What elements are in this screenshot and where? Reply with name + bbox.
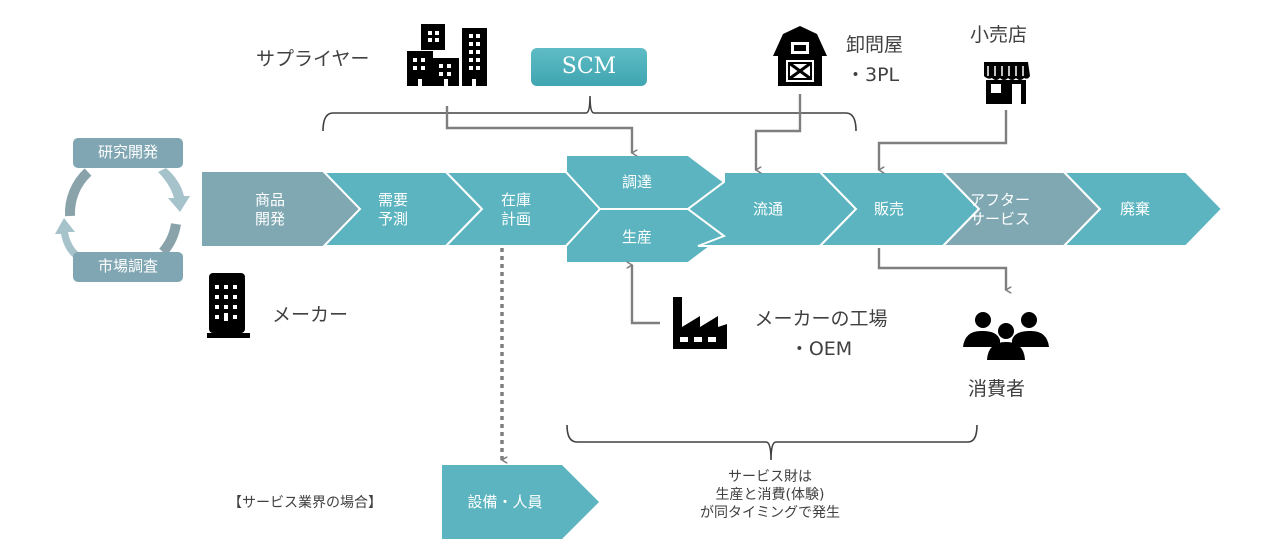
service-note: サービス財は 生産と消費(体験) が同タイミングで発生 [700, 469, 840, 521]
market-research-box[interactable]: 市場調査 [73, 252, 183, 282]
factory-icon [673, 297, 727, 349]
step-label-disposal: 廃棄 [1119, 200, 1150, 218]
scm-bracket [322, 95, 857, 132]
service-case-label: 【サービス業界の場合】 [228, 495, 382, 511]
cycle-arrow-up-icon [55, 218, 78, 258]
factory-to-production-arrow [632, 265, 660, 325]
cycle-arc-right [159, 223, 181, 256]
service-step-shape[interactable] [442, 465, 599, 539]
step-shape-product-dev[interactable] [202, 172, 360, 246]
step-label-inventory-plan: 在庫 計画 [500, 191, 531, 228]
value-chain [202, 154, 1224, 264]
wholesaler-label: 卸問屋 ・3PL [846, 34, 904, 86]
sales-to-consumer-arrow [877, 248, 1006, 290]
step-label-distribution: 流通 [752, 200, 783, 218]
step-label-production: 生産 [621, 228, 652, 246]
consumer-label: 消費者 [968, 378, 1026, 400]
retailer-to-sales-arrow [879, 110, 1008, 170]
step-label-demand-forecast: 需要 予測 [377, 191, 408, 228]
city-buildings-icon [407, 24, 487, 86]
scm-badge[interactable]: SCM [531, 48, 647, 86]
retailer-label: 小売店 [970, 24, 1028, 46]
barn-warehouse-icon [773, 26, 827, 86]
service-step-label: 設備・人員 [467, 493, 543, 511]
supplier-to-procurement-arrow [445, 106, 632, 153]
wholesaler-to-distribution-arrow [756, 94, 802, 170]
office-building-icon [207, 273, 250, 338]
step-label-sales: 販売 [873, 200, 904, 218]
factory-label: メーカーの工場 ・OEM [754, 308, 888, 360]
people-group-icon [963, 312, 1049, 360]
supplier-label: サプライヤー [256, 48, 370, 70]
storefront-icon [984, 62, 1030, 104]
cycle-arrow-down-icon [158, 168, 190, 212]
cycle-arc-left [64, 168, 92, 217]
research-development-box[interactable]: 研究開発 [73, 138, 183, 168]
step-label-after-service: アフター サービス [970, 191, 1031, 228]
step-shape-disposal[interactable] [1061, 171, 1224, 247]
service-bracket [566, 424, 978, 461]
cycle-arrows [55, 168, 190, 258]
step-label-procurement: 調達 [621, 173, 652, 191]
maker-label: メーカー [272, 304, 349, 326]
step-label-product-dev: 商品 開発 [254, 191, 285, 228]
